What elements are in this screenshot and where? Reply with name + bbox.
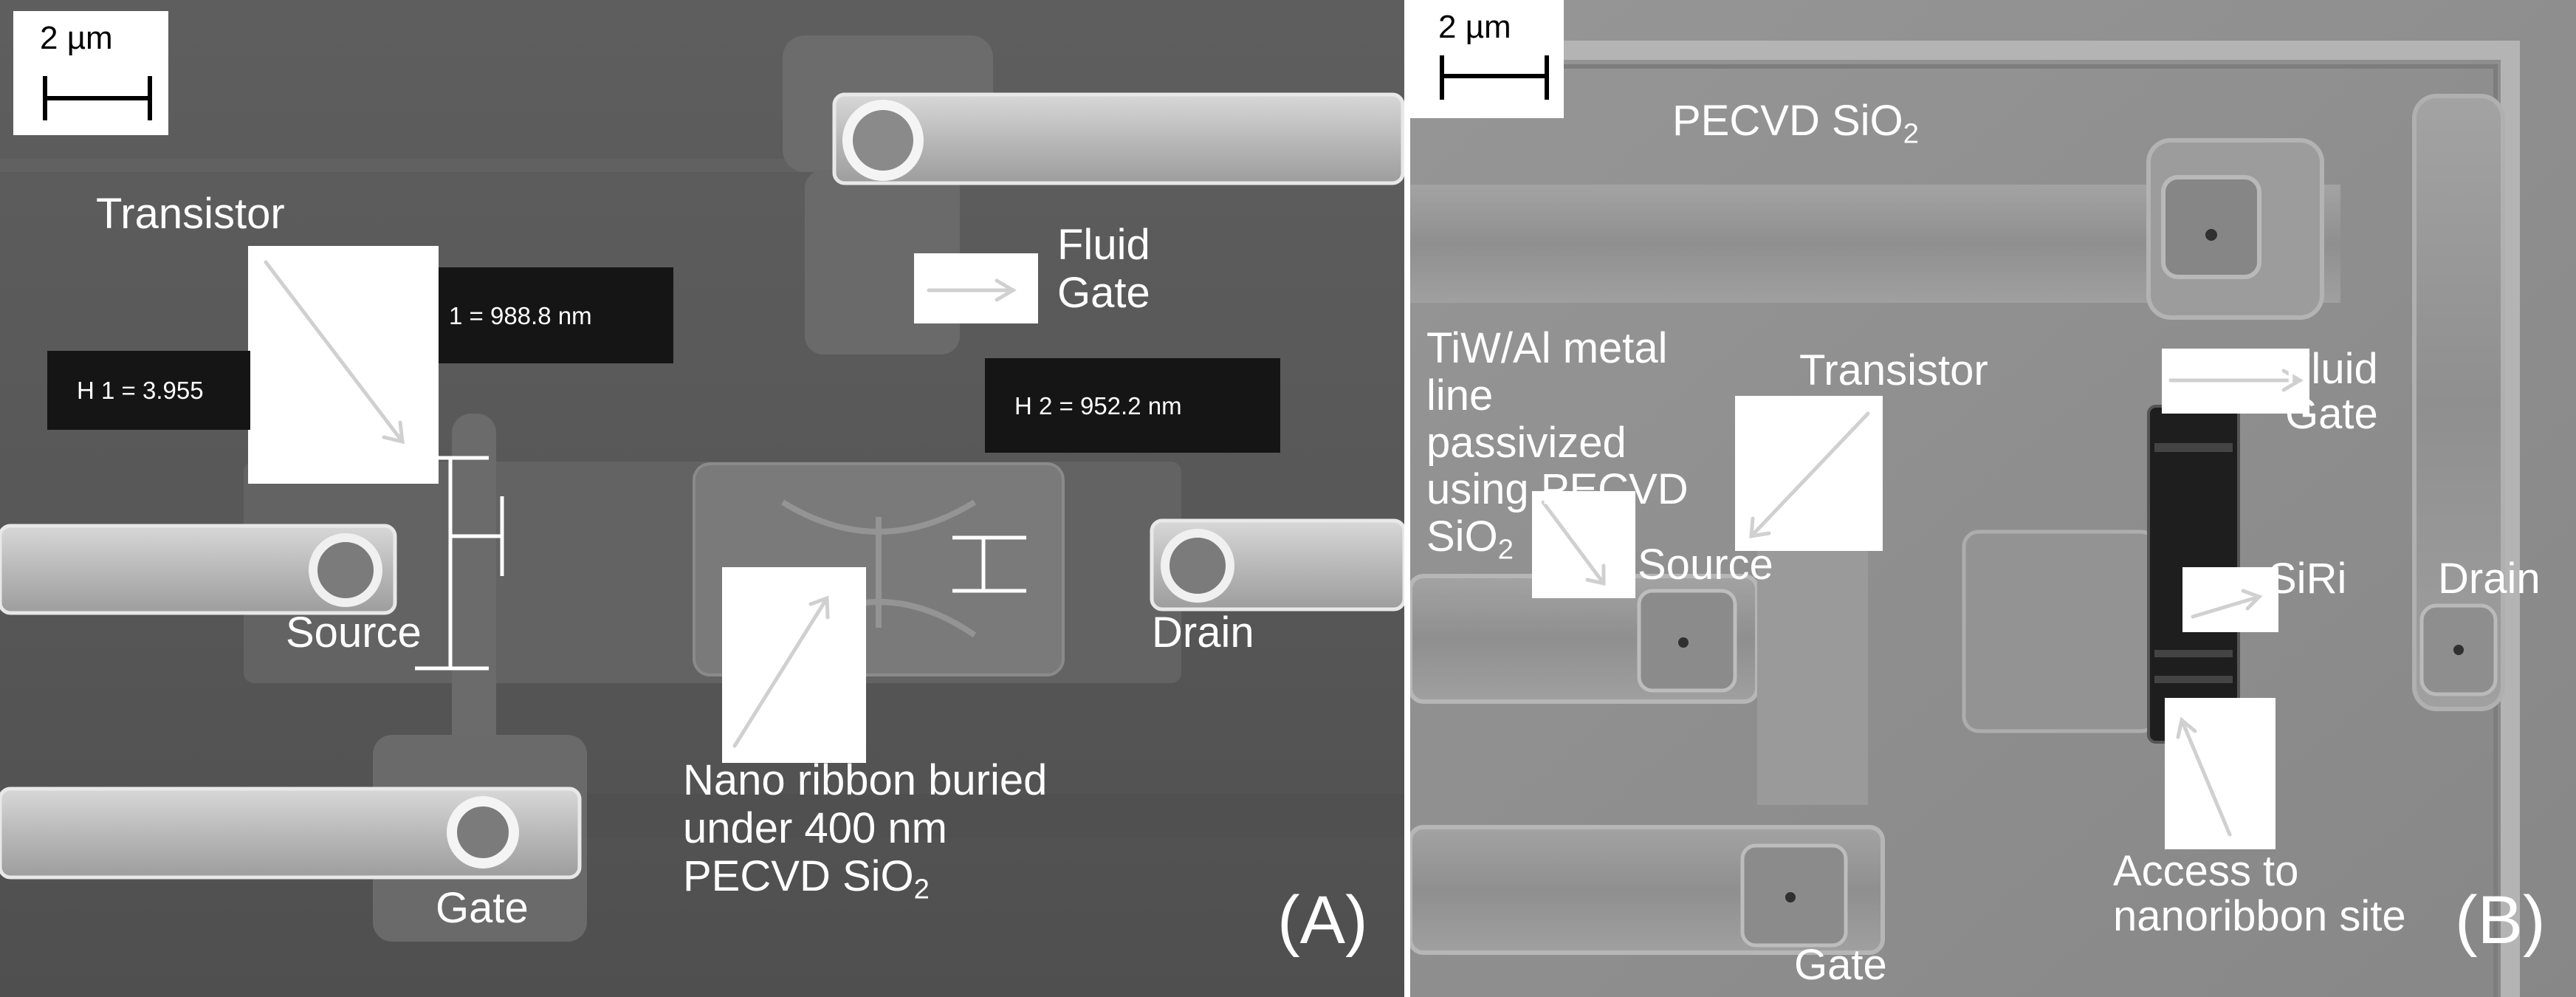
scale-bar-b: 2 µm bbox=[1410, 0, 1564, 118]
measurement-l1: 1 = 988.8 nm bbox=[439, 267, 673, 363]
label-access: Access to nanoribbon site bbox=[2113, 847, 2406, 940]
sem-panel-b: 2 µm PECVD SiO2 TiW/Al metal line passiv… bbox=[1410, 0, 2576, 997]
scale-bar-cap bbox=[1545, 55, 1549, 100]
arrow-access bbox=[2180, 718, 2232, 837]
scale-bar-line bbox=[43, 96, 150, 100]
scale-bar-cap bbox=[43, 76, 47, 120]
sem-panel-a: 2 µm H 1 = 3.955 1 = 988.8 nm H 2 = 952.… bbox=[0, 0, 1404, 997]
label-source-b: Source bbox=[1638, 541, 1773, 589]
label-gate: Gate bbox=[436, 884, 529, 932]
scale-bar-label: 2 µm bbox=[40, 20, 113, 56]
label-drain: Drain bbox=[1152, 609, 1254, 657]
scale-bar-line bbox=[1440, 74, 1547, 78]
sem-image-b bbox=[1410, 0, 2576, 997]
arrow-transistor bbox=[264, 260, 405, 444]
label-pecvd-sio2: PECVD SiO2 bbox=[1672, 97, 1919, 150]
label-fluid-gate: Fluid Gate bbox=[1057, 221, 1150, 317]
label-metal-line: TiW/Al metal line passivized using PECVD… bbox=[1426, 324, 1689, 566]
arrow-nanoribbon bbox=[732, 596, 829, 748]
arrow-transistor-b bbox=[1749, 411, 1870, 538]
white-label-box bbox=[2182, 567, 2278, 632]
label-drain-b: Drain bbox=[2438, 555, 2541, 603]
arrow-metal-line bbox=[1541, 500, 1606, 586]
label-transistor-b: Transistor bbox=[1799, 346, 1988, 394]
label-siri: SiRi bbox=[2268, 555, 2347, 603]
label-transistor: Transistor bbox=[96, 190, 285, 238]
label-nanoribbon: Nano ribbon buried under 400 nm PECVD Si… bbox=[683, 756, 1048, 905]
measurement-h2: H 2 = 952.2 nm bbox=[985, 358, 1280, 453]
label-source: Source bbox=[286, 609, 422, 657]
panel-letter-a: (A) bbox=[1277, 883, 1368, 958]
measurement-h1: H 1 = 3.955 bbox=[47, 351, 250, 430]
panel-letter-b: (B) bbox=[2455, 883, 2546, 958]
scale-bar-cap bbox=[1440, 55, 1444, 100]
sem-image-a bbox=[0, 0, 1404, 997]
label-fluid-gate-b: Fluid Gate bbox=[2285, 345, 2378, 438]
panel-divider bbox=[1404, 0, 1410, 997]
scale-bar-cap bbox=[148, 76, 152, 120]
label-gate-b: Gate bbox=[1794, 941, 1887, 989]
scale-bar-label: 2 µm bbox=[1438, 9, 1511, 45]
scale-bar-a: 2 µm bbox=[13, 11, 168, 135]
arrow-siri bbox=[2191, 595, 2261, 619]
